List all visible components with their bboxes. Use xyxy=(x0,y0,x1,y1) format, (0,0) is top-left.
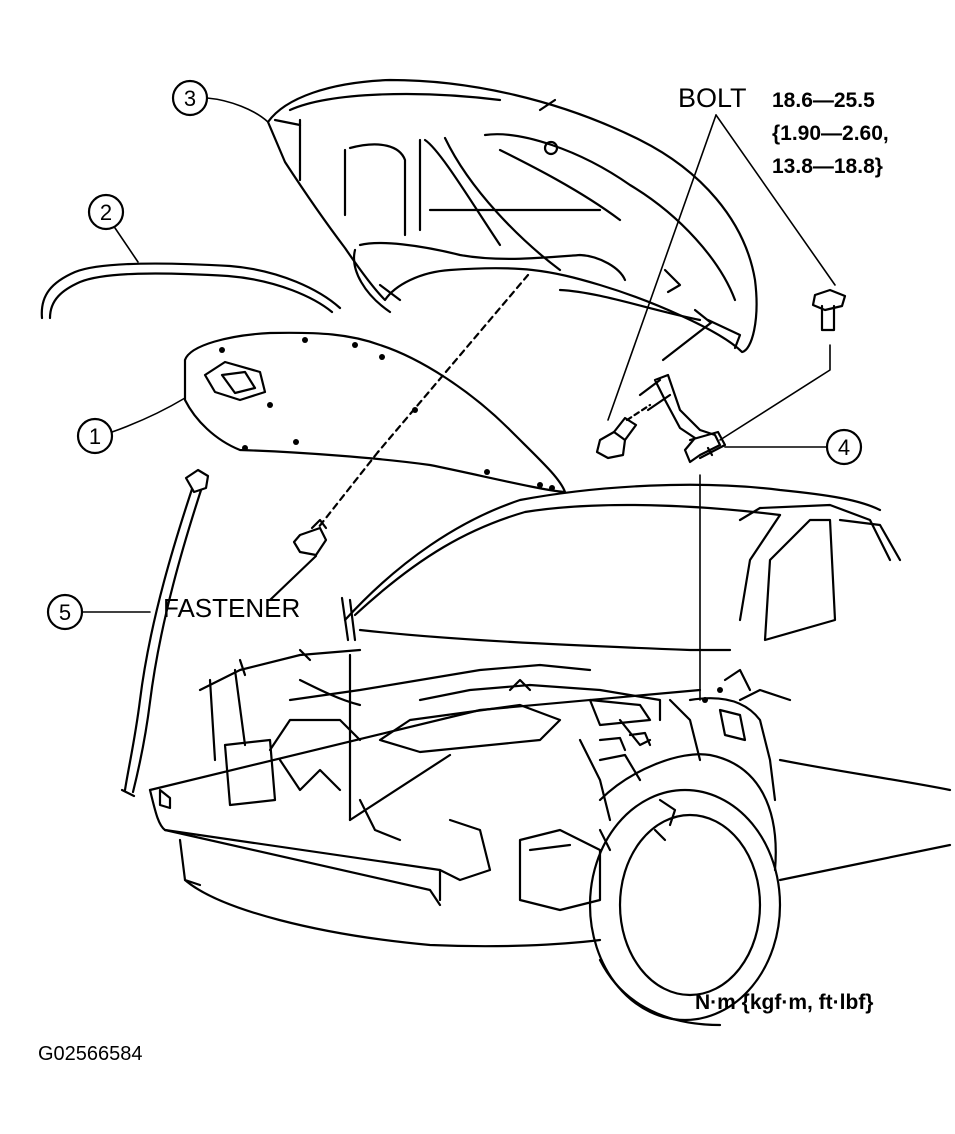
torque-line-3: 13.8—18.8} xyxy=(772,155,883,178)
callout-2-number: 2 xyxy=(100,200,112,225)
torque-line-1: 18.6—25.5 xyxy=(772,89,875,112)
weatherstrip xyxy=(40,262,342,320)
callout-1: 1 xyxy=(76,397,186,455)
callout-5-number: 5 xyxy=(59,600,71,625)
callout-3: 3 xyxy=(171,79,269,123)
bolt-leader-left xyxy=(607,114,717,421)
callout-4: 4 xyxy=(724,428,863,466)
hood-support-rod xyxy=(120,468,210,798)
figure-id: G02566584 xyxy=(38,1043,143,1065)
bolt-leader-right xyxy=(715,114,836,286)
hood-panel xyxy=(266,78,758,354)
vehicle-body xyxy=(148,483,952,1027)
callout-4-number: 4 xyxy=(838,435,850,460)
fastener-clip xyxy=(268,450,380,602)
hood-hinge xyxy=(638,320,727,464)
bolt-right xyxy=(811,288,847,332)
fastener-label: FASTENER xyxy=(163,593,300,623)
torque-units-label: N·m {kgf·m, ft·lbf} xyxy=(695,991,873,1014)
callout-5: 5 xyxy=(46,593,151,631)
bolt-left xyxy=(595,403,652,460)
hood-insulator xyxy=(183,331,567,494)
callout-3-number: 3 xyxy=(184,86,196,111)
torque-line-2: {1.90—2.60, xyxy=(772,122,889,145)
clip-leader-line xyxy=(376,273,530,454)
bolt-label: BOLT xyxy=(678,83,747,113)
bolt-to-hinge-line xyxy=(719,344,831,441)
callout-1-number: 1 xyxy=(89,424,101,449)
callout-2: 2 xyxy=(87,193,139,263)
